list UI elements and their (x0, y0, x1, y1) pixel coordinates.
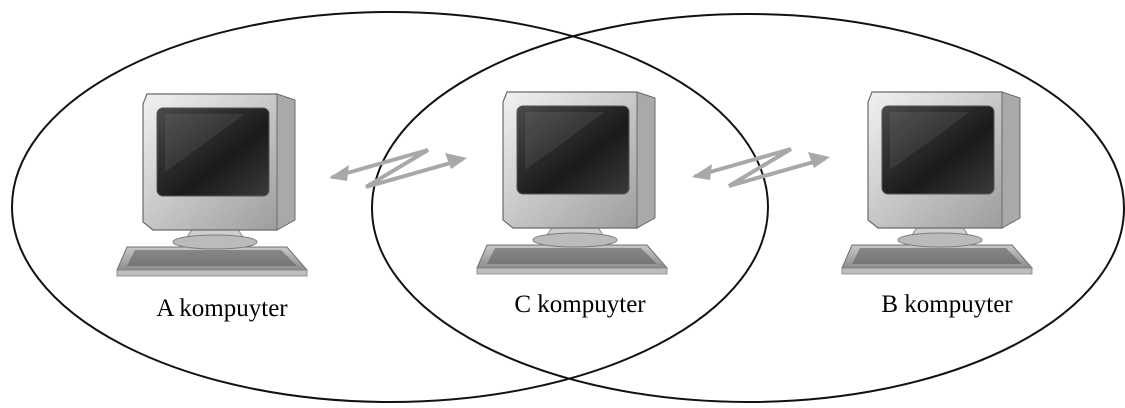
node-label-a: A kompuyter (156, 295, 288, 322)
desktop-computer-icon (116, 93, 308, 277)
wireless-link-icon (690, 147, 832, 188)
range-ellipse-right (371, 13, 1125, 403)
node-label-c: C kompuyter (514, 291, 646, 318)
desktop-computer-icon (841, 91, 1033, 275)
desktop-computer-icon (476, 91, 668, 275)
node-label-b: B kompuyter (881, 291, 1013, 318)
range-ellipse-left (11, 11, 769, 403)
wireless-link-icon (327, 148, 469, 189)
